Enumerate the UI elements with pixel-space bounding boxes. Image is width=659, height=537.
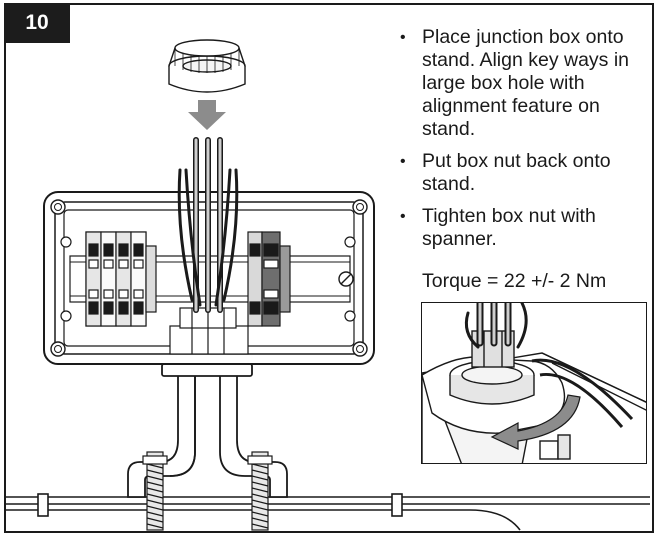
threaded-rod-right: [247, 451, 273, 531]
instruction-item: • Place junction box onto stand. Align ke…: [398, 26, 648, 141]
instruction-item: • Tighten box nut with spanner.: [398, 205, 648, 251]
stand-pipe: [127, 363, 288, 498]
instruction-text: Put box nut back onto stand.: [422, 150, 611, 195]
step-number-badge: 10: [4, 3, 70, 43]
instruction-text: Tighten box nut with spanner.: [422, 205, 596, 250]
down-arrow-icon: [188, 100, 226, 130]
torque-spec: Torque = 22 +/- 2 Nm: [422, 270, 607, 292]
terminal-block-right: [247, 231, 291, 327]
threaded-rod-left: [142, 451, 168, 531]
spanner-detail-inset: [421, 302, 647, 464]
box-nut: [168, 39, 246, 93]
mounting-rail: [4, 493, 650, 531]
wires: [177, 137, 239, 313]
cable-gland: [169, 307, 249, 355]
instruction-item: • Put box nut back onto stand.: [398, 150, 648, 196]
instruction-list: • Place junction box onto stand. Align ke…: [398, 26, 648, 260]
rotation-arrow-icon: [490, 394, 581, 450]
instruction-text: Place junction box onto stand. Align key…: [422, 26, 630, 140]
spanner-detail-drawing: [422, 303, 646, 463]
bullet-icon: •: [400, 208, 406, 225]
bullet-icon: •: [400, 29, 406, 46]
terminal-block-left: [85, 231, 157, 327]
bullet-icon: •: [400, 153, 406, 170]
